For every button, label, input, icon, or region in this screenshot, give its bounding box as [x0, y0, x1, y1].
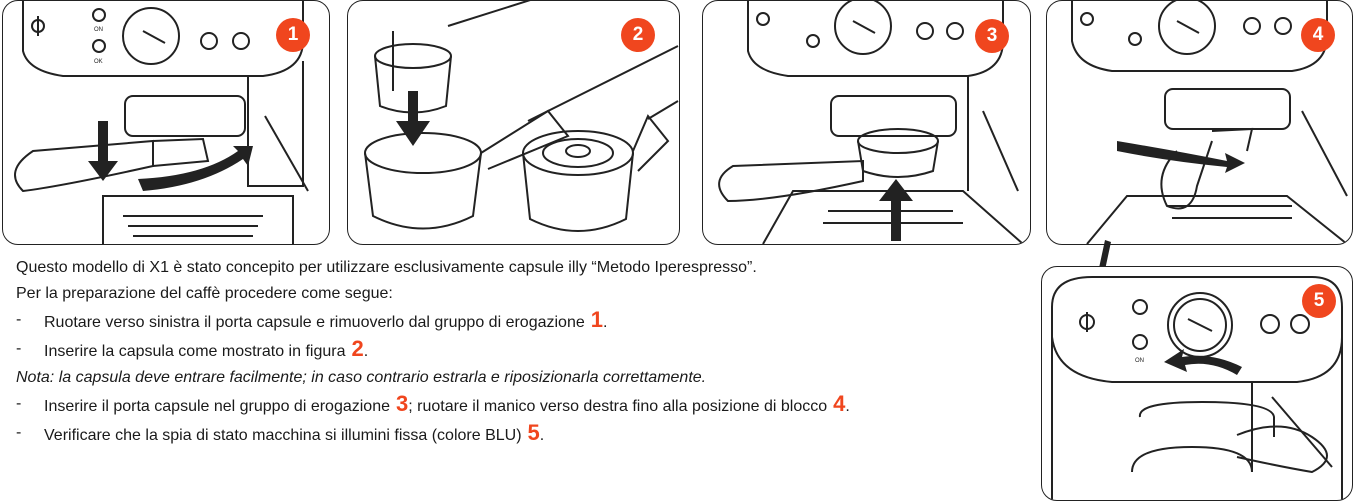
step-ref-3: 3 — [396, 391, 409, 416]
instruction-end-4: . — [539, 427, 545, 444]
instruction-text-2: Inserire la capsula come mostrato in fig… — [44, 343, 346, 360]
instruction-text-4: Verificare che la spia di stato macchina… — [44, 427, 522, 444]
illustration-panel-4: 4 — [1046, 0, 1353, 245]
illustration-panel-1: ON OK 1 — [2, 0, 330, 245]
machine-remove-capsule-holder-illustration: ON OK — [14, 1, 309, 244]
illustration-panel-3: 3 — [702, 0, 1031, 245]
bullet-dash: - — [16, 395, 22, 412]
on-label: ON — [94, 27, 103, 33]
instruction-end-2: . — [363, 343, 369, 360]
instructions-text: Questo modello di X1 è stato concepito p… — [16, 255, 1021, 449]
ok-label: OK — [94, 59, 103, 65]
step-ref-5: 5 — [527, 420, 540, 445]
bullet-dash: - — [16, 424, 22, 441]
capsule-insert-illustration — [364, 1, 679, 232]
machine-insert-capsule-holder-illustration — [718, 1, 1024, 244]
instruction-text-1: Ruotare verso sinistra il porta capsule … — [44, 314, 585, 331]
step-ref-2: 2 — [351, 336, 364, 361]
step-ref-1: 1 — [590, 307, 603, 332]
instruction-text-3b: ; ruotare il manico verso destra fino al… — [408, 398, 828, 415]
illustration-panel-5: ON 5 — [1041, 266, 1353, 501]
step-badge-2: 2 — [621, 18, 655, 52]
machine-status-light-illustration: ON — [1051, 276, 1343, 500]
instruction-item-4: - Verificare che la spia di stato macchi… — [16, 420, 1021, 449]
instruction-text-3a: Inserire il porta capsule nel gruppo di … — [44, 398, 390, 415]
step-ref-4: 4 — [833, 391, 846, 416]
step-badge-1: 1 — [276, 18, 310, 52]
instruction-item-2: - Inserire la capsula come mostrato in f… — [16, 336, 1021, 365]
lead-paragraph: Per la preparazione del caffè procedere … — [16, 285, 393, 302]
instruction-end-3: . — [845, 398, 850, 415]
instruction-end-1: . — [602, 314, 608, 331]
instruction-item-1: - Ruotare verso sinistra il porta capsul… — [16, 307, 1021, 336]
step-badge-4: 4 — [1301, 18, 1335, 52]
step-badge-3: 3 — [975, 19, 1009, 53]
instruction-item-3: - Inserire il porta capsule nel gruppo d… — [16, 391, 1021, 420]
illustration-panel-2: 2 — [347, 0, 680, 245]
intro-paragraph: Questo modello di X1 è stato concepito p… — [16, 259, 757, 276]
bullet-dash: - — [16, 311, 22, 328]
machine-lock-handle-illustration — [1071, 1, 1348, 244]
step-badge-5: 5 — [1302, 284, 1336, 318]
bullet-dash: - — [16, 340, 22, 357]
note-paragraph: Nota: la capsula deve entrare facilmente… — [16, 369, 707, 386]
on-label-5: ON — [1135, 358, 1144, 364]
